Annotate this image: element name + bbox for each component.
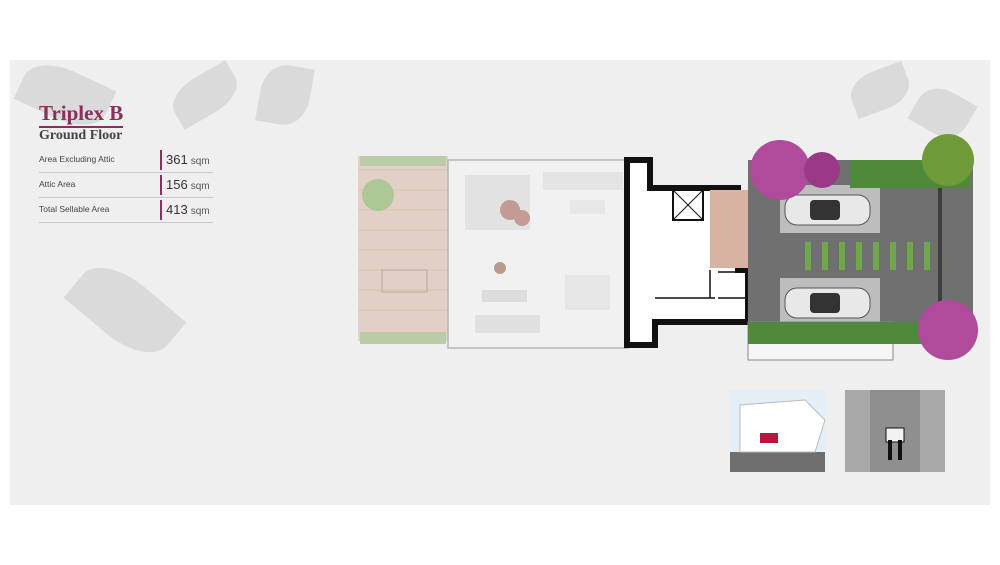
entry-deck xyxy=(710,190,752,268)
unit-highlight xyxy=(760,433,778,443)
plant xyxy=(362,179,394,211)
car-icon xyxy=(784,194,871,226)
unit-title: Triplex B xyxy=(39,101,124,128)
floor-plan xyxy=(358,134,978,472)
flowering-tree xyxy=(750,140,810,200)
key-plan-block xyxy=(845,390,945,472)
kitchen-counter xyxy=(543,172,623,190)
outdoor-seating xyxy=(381,269,428,293)
spec-label: Area Excluding Attic xyxy=(39,154,115,164)
dining-table xyxy=(565,275,610,310)
flowering-tree xyxy=(918,300,978,360)
brochure-panel: Triplex B Ground Floor Area Excluding At… xyxy=(10,60,990,505)
parking-area xyxy=(747,134,978,361)
planter xyxy=(360,156,446,166)
stair-icon xyxy=(655,270,745,299)
floor-title: Ground Floor xyxy=(39,128,123,143)
core-walls xyxy=(624,157,752,348)
spec-label: Attic Area xyxy=(39,179,76,189)
spec-label: Total Sellable Area xyxy=(39,204,110,214)
hedge xyxy=(748,322,928,344)
car-icon xyxy=(784,287,871,319)
grass-strips xyxy=(805,242,930,270)
key-plan-site xyxy=(730,390,826,472)
green-tree xyxy=(922,134,974,186)
planter xyxy=(360,332,446,344)
living-wing xyxy=(358,156,629,349)
